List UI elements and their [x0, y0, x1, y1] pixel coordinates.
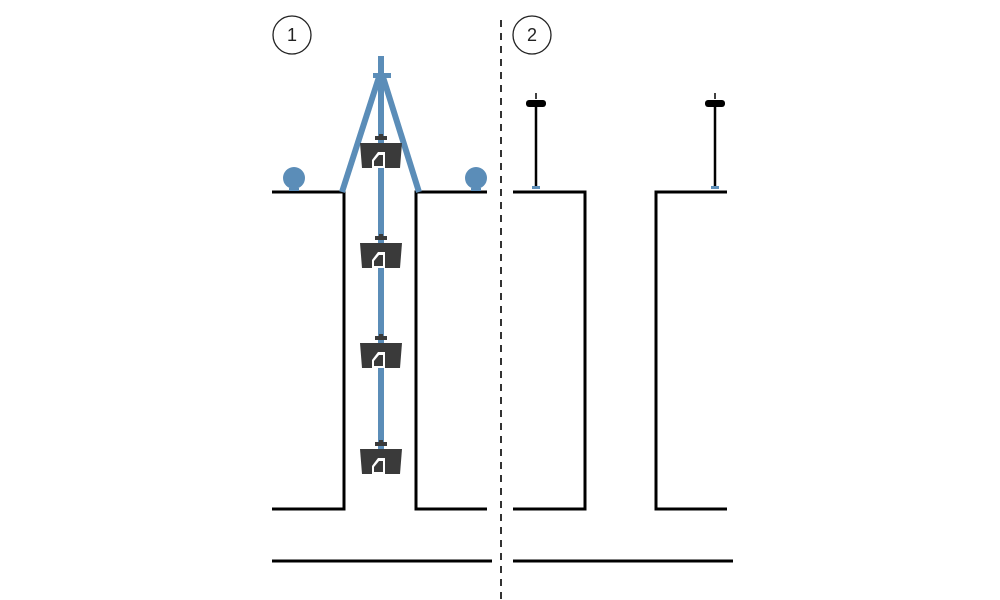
camera-icon [360, 334, 402, 368]
shaft-wall-left [272, 190, 346, 511]
sphere-target-icon [465, 167, 487, 191]
shaft-wall-left [513, 190, 587, 511]
camera-icon [360, 234, 402, 268]
camera-icon [360, 440, 402, 474]
panel-1: 1 [272, 15, 492, 563]
step-number-2: 2 [527, 25, 537, 45]
panel-2: 2 [512, 15, 733, 563]
step-number-1: 1 [287, 25, 297, 45]
shaft-wall-right [414, 190, 487, 511]
survey-pole-icon [705, 93, 725, 189]
shaft-wall-right [654, 190, 727, 511]
step-badge-1: 1 [272, 15, 312, 55]
step-badge-2: 2 [512, 15, 552, 55]
survey-pole-icon [526, 93, 546, 189]
sphere-target-icon [283, 167, 305, 191]
camera-icon [360, 134, 402, 168]
